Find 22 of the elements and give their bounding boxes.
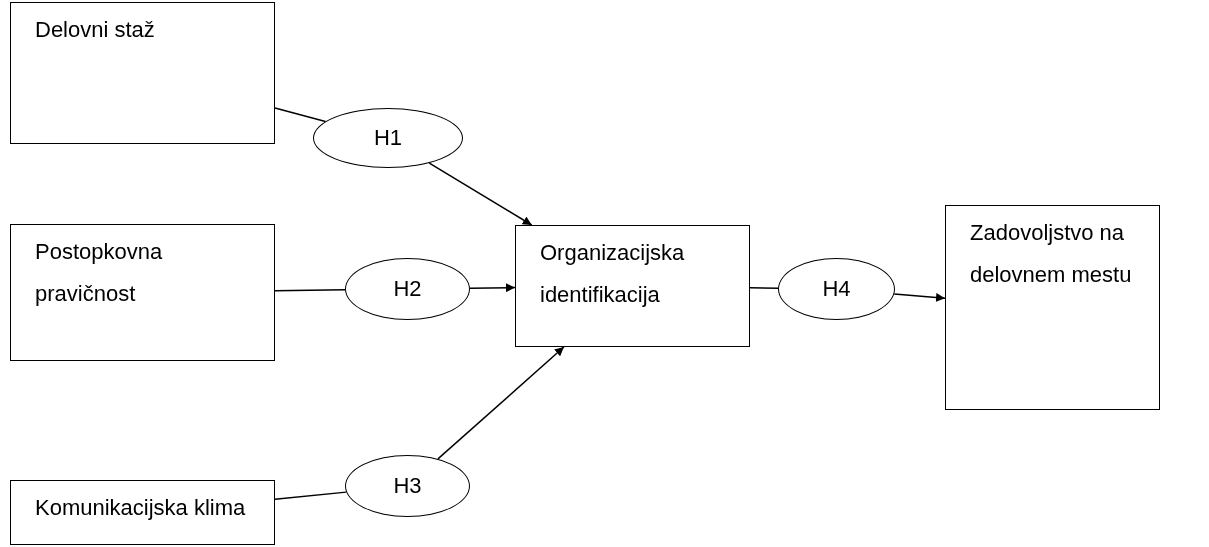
variable-label: Zadovoljstvo na delovnem mestu	[970, 219, 1133, 289]
variable-box	[10, 224, 275, 361]
hypothesis-label: H3	[393, 473, 422, 499]
hypothesis-label: H4	[822, 276, 851, 302]
hypothesis-label: H1	[373, 125, 403, 151]
arrow	[469, 283, 516, 293]
arrow	[428, 162, 533, 226]
hypothesis-label: H2	[393, 276, 422, 302]
variable-label: Postopkovna pravičnost	[35, 238, 164, 308]
variable-label: Delovni staž	[35, 16, 156, 44]
variable-box	[515, 225, 750, 347]
variable-box	[10, 480, 275, 545]
variable-label: Organizacijska identifikacija	[540, 239, 686, 309]
arrow	[437, 346, 565, 460]
variable-label: Komunikacijska klima	[35, 494, 247, 522]
variable-box	[10, 2, 275, 144]
connector-line	[274, 107, 327, 123]
connector-line	[749, 287, 779, 289]
connector-line	[274, 289, 346, 292]
connector-line	[274, 491, 347, 500]
arrow	[893, 293, 946, 302]
variable-box	[945, 205, 1160, 410]
